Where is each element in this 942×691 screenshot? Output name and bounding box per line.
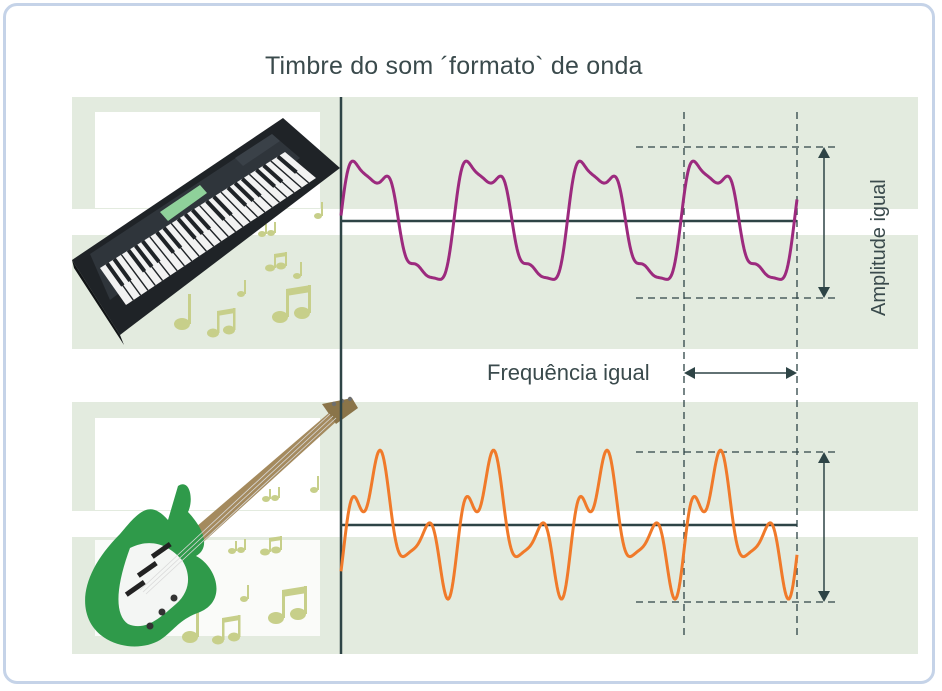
keyboard-waveform	[339, 159, 799, 281]
music-notes-top	[174, 202, 323, 338]
music-notes-bottom	[182, 476, 319, 645]
amplitude-label: Amplitude igual	[868, 179, 890, 316]
measure-arrows	[684, 147, 830, 602]
electric-guitar-icon	[85, 396, 358, 647]
diagram-title: Timbre do som ´formato` de onda	[265, 52, 643, 80]
guitar-waveform	[339, 448, 799, 601]
frequency-label: Frequência igual	[487, 360, 650, 385]
keyboard-icon	[72, 118, 340, 345]
